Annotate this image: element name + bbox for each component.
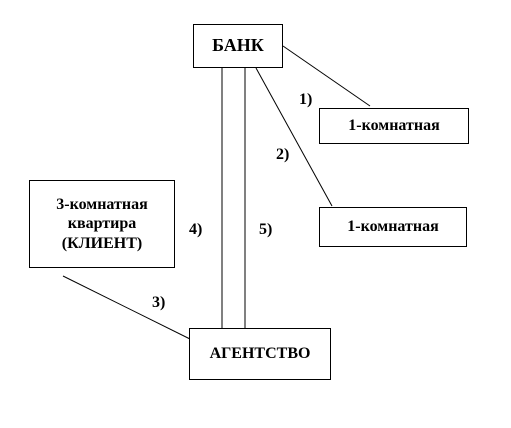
connector-client-agency (62, 275, 193, 341)
flat1a-node: 1-комнатная (319, 108, 469, 144)
edge-label-5: 5) (259, 221, 273, 238)
bank-label: БАНК (212, 35, 264, 56)
bank-node: БАНК (193, 24, 283, 68)
edge-label-1: 1) (299, 91, 313, 108)
flat1b-node: 1-комнатная (319, 207, 467, 247)
flat1a-label: 1-комнатная (348, 117, 440, 135)
connector-bank-flat1b (255, 67, 333, 207)
client-label-line-1: 3-комнатная (56, 196, 148, 214)
client-label-line-2: квартира (67, 215, 137, 233)
client-node: 3-комнатная квартира (КЛИЕНТ) (29, 180, 175, 268)
flat1b-label: 1-комнатная (347, 218, 439, 236)
edge-label-3: 3) (152, 294, 166, 311)
agency-node: АГЕНТСТВО (189, 328, 331, 380)
agency-label: АГЕНТСТВО (209, 345, 311, 363)
edge-label-2: 2) (276, 146, 290, 163)
edge-label-4: 4) (189, 221, 203, 238)
connector-bank-flat1a (282, 45, 371, 107)
client-label-line-3: (КЛИЕНТ) (61, 234, 143, 252)
